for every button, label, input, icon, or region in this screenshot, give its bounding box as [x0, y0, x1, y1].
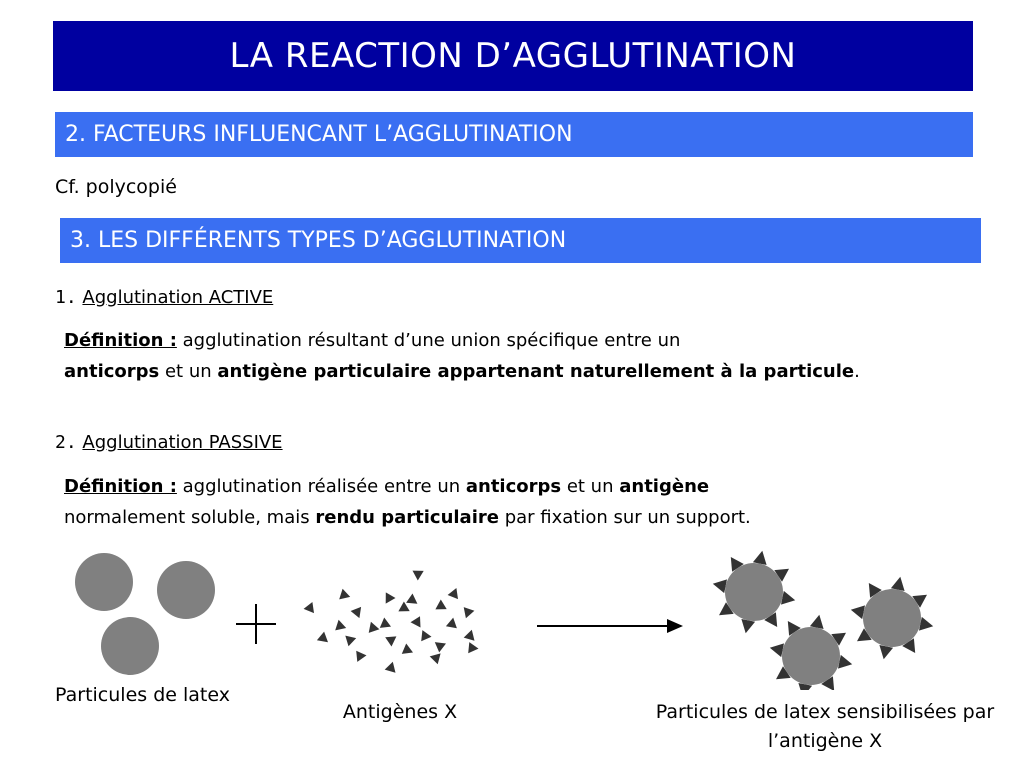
antigen-triangle — [398, 601, 410, 612]
reference-note: Cf. polycopié — [55, 176, 177, 198]
active-number: 1. — [55, 287, 77, 308]
bound-antigen — [857, 628, 872, 642]
caption-latex-particles: Particules de latex — [55, 684, 230, 706]
antigen-triangle — [384, 661, 396, 673]
section-3-header: 3. LES DIFFÉRENTS TYPES D’AGGLUTINATION — [60, 218, 981, 263]
antigen-triangle — [429, 653, 441, 665]
antigen-triangle — [368, 621, 380, 633]
passive-def-text-1: agglutination réalisée entre un — [176, 476, 466, 497]
passive-def-bold-2: antigène — [619, 476, 710, 497]
active-agglutination-heading: 1. Agglutination ACTIVE — [55, 287, 273, 308]
antigen-triangle — [421, 630, 432, 642]
latex-particle-core — [782, 627, 840, 685]
bound-antigen — [752, 550, 767, 565]
antigen-triangle — [412, 570, 424, 581]
antigen-triangle — [316, 631, 328, 643]
antigen-triangle — [406, 593, 418, 604]
passive-heading-text: Agglutination PASSIVE — [82, 432, 283, 453]
bound-antigen — [741, 619, 756, 634]
bound-antigen — [776, 666, 791, 680]
section-2-header: 2. FACTEURS INFLUENCANT L’AGGLUTINATION — [55, 112, 973, 157]
bound-antigen — [787, 621, 801, 636]
agglutination-diagram — [75, 550, 934, 690]
passive-def-text-3: normalement soluble, mais — [64, 507, 316, 528]
caption-sensitized-particles: Particules de latex sensibilisées par l’… — [655, 701, 995, 752]
active-def-text-1: agglutination résultant d’une union spéc… — [176, 330, 681, 351]
sensitized-particles — [712, 550, 934, 690]
latex-particle — [157, 561, 215, 619]
bound-antigen — [769, 643, 784, 658]
antigen-triangle — [350, 606, 362, 619]
bound-antigen — [890, 576, 905, 591]
bound-antigen — [902, 638, 916, 653]
bound-antigen — [719, 602, 734, 616]
passive-def-bold-1: anticorps — [465, 476, 562, 497]
active-definition: Définition : agglutination résultant d’u… — [64, 325, 924, 387]
antigen-triangle — [345, 635, 357, 647]
bound-antigen — [868, 583, 882, 598]
antigen-triangle — [468, 642, 479, 654]
antigen-triangle — [447, 588, 458, 600]
passive-def-text-4: par fixation sur un support. — [498, 507, 751, 528]
antigen-triangle — [434, 642, 446, 653]
sensitized-particle — [712, 550, 796, 634]
passive-number: 2. — [55, 432, 77, 453]
bound-antigen — [831, 632, 846, 646]
bound-antigen — [838, 654, 853, 669]
passive-agglutination-heading: 2. Agglutination PASSIVE — [55, 432, 283, 453]
bound-antigen — [730, 557, 744, 572]
sensitized-particle — [850, 576, 934, 660]
bound-antigen — [850, 605, 865, 620]
bound-antigen — [712, 579, 727, 594]
passive-def-bold-3: rendu particulaire — [315, 507, 499, 528]
bound-antigen — [879, 645, 894, 660]
latex-particle — [75, 553, 133, 611]
latex-particle-core — [863, 589, 921, 647]
page-title: LA REACTION D’AGGLUTINATION — [53, 21, 973, 91]
antigen-triangle — [463, 629, 475, 641]
antigen-triangle — [303, 602, 314, 614]
latex-particles — [75, 553, 215, 675]
antigen-triangle — [339, 588, 351, 600]
antigen-triangle — [335, 619, 347, 631]
antigen-triangle — [385, 636, 397, 647]
active-definition-label: Définition : — [64, 330, 177, 351]
arrow-right-icon — [537, 619, 683, 633]
antigen-triangle — [401, 643, 413, 654]
bound-antigen — [774, 568, 789, 582]
antigen-triangle — [445, 617, 457, 629]
latex-particle — [101, 617, 159, 675]
active-def-bold-1: anticorps — [64, 361, 160, 382]
bound-antigen — [919, 616, 934, 631]
active-def-text-2: et un — [159, 361, 218, 382]
passive-definition: Définition : agglutination réalisée entr… — [64, 471, 954, 533]
antigen-triangle — [356, 650, 367, 662]
antigen-triangle — [385, 592, 396, 604]
active-heading-text: Agglutination ACTIVE — [82, 287, 274, 308]
bound-antigen — [821, 676, 835, 690]
plus-icon — [236, 604, 276, 644]
antigen-triangle — [435, 599, 447, 610]
bound-antigen — [781, 590, 796, 605]
bound-antigen — [809, 614, 824, 629]
antigen-triangle — [410, 616, 421, 628]
bound-antigen — [798, 683, 813, 690]
antigen-triangle — [463, 607, 475, 619]
latex-particle-core — [725, 563, 783, 621]
active-def-bold-2: antigène particulaire appartenant nature… — [217, 361, 855, 382]
active-def-text-3: . — [854, 361, 860, 382]
antigen-triangle — [379, 617, 391, 628]
bound-antigen — [912, 594, 927, 608]
passive-def-text-2: et un — [561, 476, 620, 497]
antigen-cluster — [303, 570, 479, 673]
bound-antigen — [764, 612, 778, 627]
passive-definition-label: Définition : — [64, 476, 177, 497]
sensitized-particle — [769, 614, 853, 690]
caption-antigens: Antigènes X — [342, 701, 458, 723]
